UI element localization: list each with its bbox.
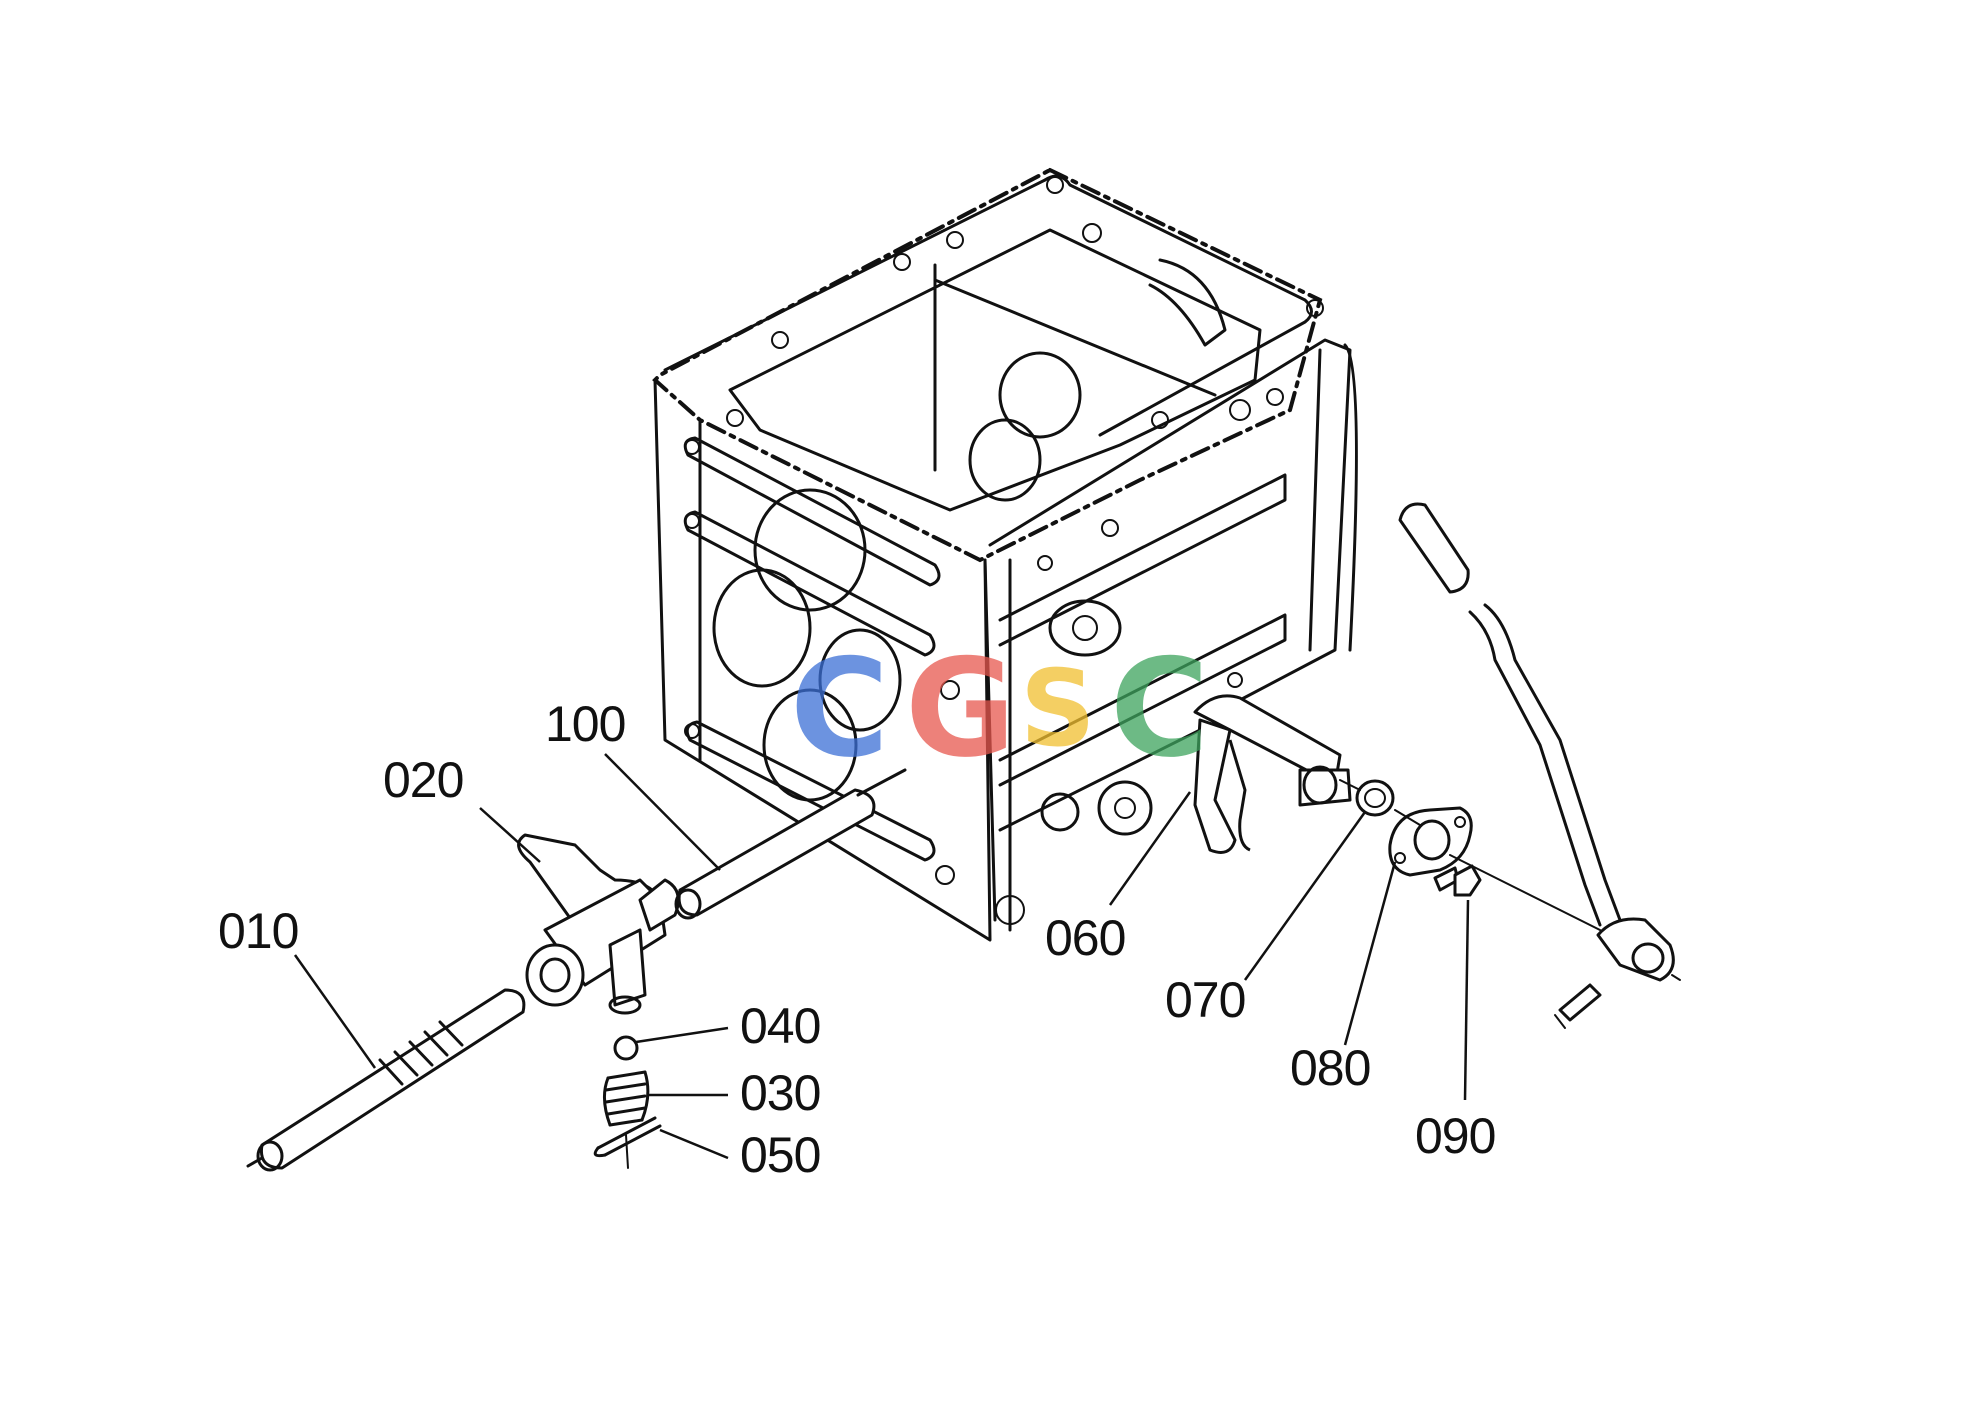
transmission-case <box>652 167 1358 942</box>
part-020-shift-fork <box>517 833 680 1015</box>
part-030-spring <box>603 1070 650 1127</box>
label-040: 040 <box>740 998 820 1054</box>
part-100-rod <box>674 768 907 920</box>
watermark-letter-4: C <box>1110 630 1209 787</box>
part-010-shift-rod <box>246 988 526 1172</box>
label-010: 010 <box>218 903 298 959</box>
label-050: 050 <box>740 1127 820 1183</box>
watermark-letter-1: C <box>790 630 889 787</box>
part-060-shift-arm <box>1193 694 1352 854</box>
label-070: 070 <box>1165 972 1245 1028</box>
label-020: 020 <box>383 752 463 808</box>
assembly-axis-line <box>1339 779 1601 931</box>
label-080: 080 <box>1290 1040 1370 1096</box>
part-labels: 010 020 100 040 030 050 060 070 080 090 <box>218 696 1496 1183</box>
part-040-ball <box>613 1035 639 1061</box>
label-060: 060 <box>1045 910 1125 966</box>
part-070-o-ring <box>1355 779 1395 817</box>
watermark-letter-3: S <box>1020 648 1096 770</box>
shift-lever <box>1398 502 1681 1029</box>
part-050-spring-pin <box>593 1116 662 1169</box>
label-090: 090 <box>1415 1108 1495 1164</box>
leader-lines <box>293 753 1470 1160</box>
label-030: 030 <box>740 1065 820 1121</box>
label-100: 100 <box>545 696 625 752</box>
part-080-plate <box>1388 806 1473 877</box>
watermark-letter-2: G <box>905 630 1016 787</box>
part-090-bolt <box>1433 864 1482 897</box>
watermark-logo: C G S C <box>790 630 1209 787</box>
